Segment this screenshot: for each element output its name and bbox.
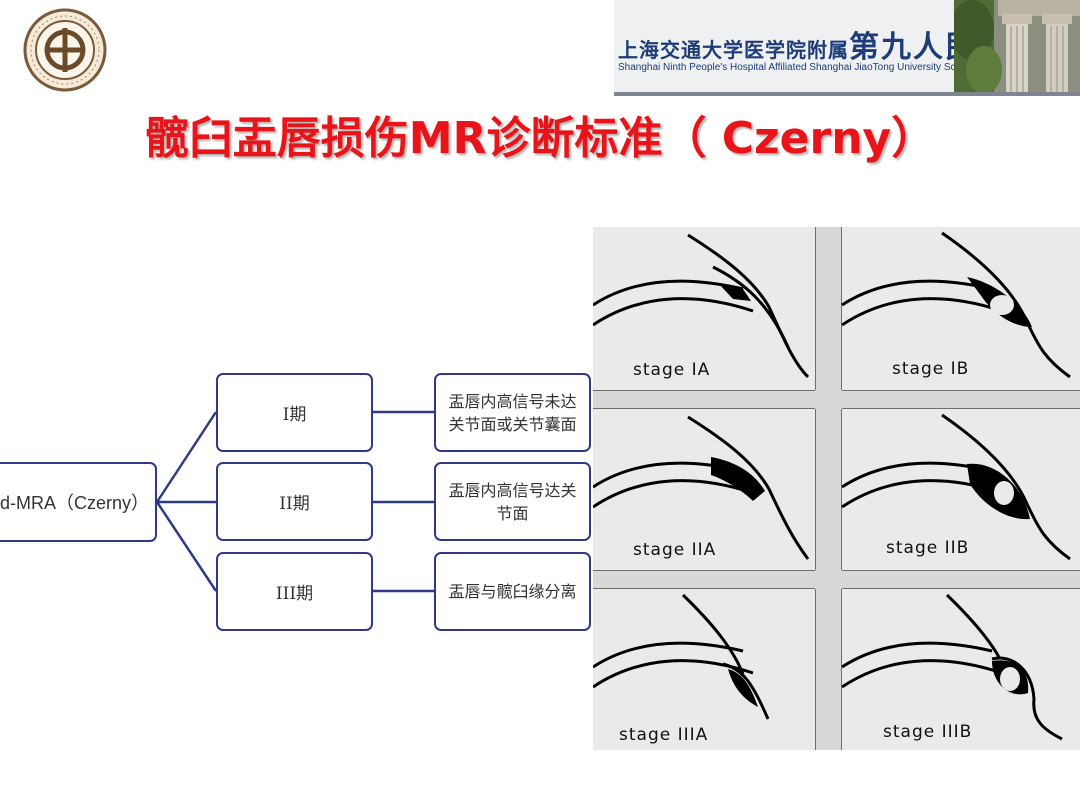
stage-iii-label: III期 [275,584,314,604]
building-column-photo [954,0,1080,92]
diagram-root-node: d-MRA（Czerny） [0,462,157,542]
stage-ii-description-text: 盂唇内高信号达关节面 [448,480,577,523]
connector-root-stage-iii [155,501,218,592]
panel-label-iia: stage IIA [633,540,716,560]
stage-iii-node: III期 [216,552,373,631]
stage-ii-description: 盂唇内高信号达关节面 [434,462,591,541]
panel-label-ib: stage IB [892,359,969,379]
slide-title: 髋臼盂唇损伤MR诊断标准（ Czerny） [144,113,936,164]
hospital-banner: 上海交通大学医学院附属第九人民医院 Shanghai Ninth People'… [614,0,1080,96]
panel-stage-ib [840,227,1080,390]
panel-stage-ia [593,227,815,390]
stage-i-node: I期 [216,373,373,452]
root-node-label: d-MRA（Czerny） [0,493,149,513]
stage-iii-description: 盂唇与髋臼缘分离 [434,552,591,631]
panel-label-iiia: stage IIIA [619,725,708,745]
panel-label-iib: stage IIB [886,538,969,558]
stage-i-label: I期 [282,405,307,425]
banner-chinese-prefix: 上海交通大学医学院附属 [618,38,849,62]
panel-label-ia: stage IA [633,360,710,380]
university-seal-logo [23,8,107,92]
panel-label-iiib: stage IIIB [883,722,972,742]
stage-ii-label: II期 [279,494,310,514]
stage-iii-description-text: 盂唇与髋臼缘分离 [448,582,577,601]
labrum-stage-illustration: stage IA stage IB stage IIA stage IIB st… [593,227,1080,750]
stage-ii-node: II期 [216,462,373,541]
panel-stage-iib [840,409,1080,570]
stage-i-description-text: 盂唇内高信号未达关节面或关节囊面 [448,391,577,434]
connector-root-stage-i [155,411,218,503]
stage-i-description: 盂唇内高信号未达关节面或关节囊面 [434,373,591,452]
panel-stage-iiia [593,589,815,750]
panel-stage-iiib [840,589,1080,750]
hospital-name-english: Shanghai Ninth People's Hospital Affilia… [618,62,1029,73]
panel-stage-iia [593,409,815,570]
